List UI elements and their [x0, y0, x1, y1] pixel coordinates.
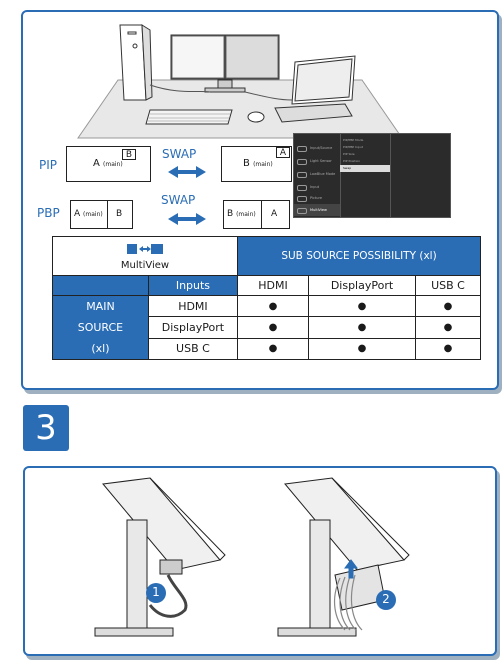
col-header: USB C: [415, 275, 481, 296]
osd-subitem[interactable]: PIP Size: [343, 152, 355, 156]
base-left: [94, 627, 174, 637]
main-source-header: MAIN SOURCE (xl): [52, 295, 149, 360]
callout-1-icon: [146, 583, 166, 603]
inputs-header: Inputs: [147, 275, 239, 296]
pbp-label: PBP: [37, 206, 60, 220]
osd-subitem[interactable]: PIP/PBP Input: [343, 145, 363, 149]
pip-inset: B: [122, 149, 136, 160]
table-cell: ●: [237, 337, 309, 361]
pip-main-box: A (main) B: [66, 146, 151, 182]
multiview-source-table: MultiView SUB SOURCE POSSIBILITY (xl) In…: [52, 236, 481, 361]
table-cell: ●: [415, 337, 481, 361]
swap-arrow-icon: [168, 213, 206, 225]
osd-item[interactable]: Light Sensor: [294, 155, 340, 167]
osd-subitem-swap[interactable]: Swap: [340, 165, 390, 172]
osd-item-multiview[interactable]: MultiView: [294, 204, 340, 216]
multiview-logo-icon: [127, 243, 163, 254]
monitor-back-left: [102, 477, 221, 571]
pbp-swapped-b-letter: B: [227, 209, 234, 219]
mouse: [247, 111, 265, 123]
multiview-logo-label: MultiView: [120, 259, 170, 271]
sub-source-header: SUB SOURCE POSSIBILITY (xl): [237, 236, 481, 276]
pbp-swapped-box: B (main) A: [223, 200, 290, 229]
pbp-a-sub: (main): [83, 211, 103, 218]
base-right: [277, 627, 357, 637]
pbp-a-letter: A: [74, 209, 81, 219]
pbp-swapped-a-letter: A: [271, 209, 278, 219]
pbp-b-letter: B: [116, 209, 123, 219]
pip-main-sub: (main): [103, 161, 123, 168]
osd-subitem[interactable]: PIP Position: [343, 159, 361, 163]
stand-left: [126, 519, 148, 631]
stand-right: [309, 519, 331, 631]
osd-item[interactable]: Input: [294, 181, 340, 193]
laptop-base: [274, 103, 353, 123]
col-header: DisplayPort: [308, 275, 416, 296]
osd-menu: Input/Source Light Sensor LowBlue Mode I…: [293, 133, 451, 218]
pbp-swapped-b-sub: (main): [236, 211, 256, 218]
osd-subitem[interactable]: PIP/PBP Mode: [343, 138, 364, 142]
pip-main-letter: A: [93, 158, 100, 169]
pip-swapped-box: B (main) A: [221, 146, 292, 182]
arrow-up-icon: [344, 559, 358, 579]
keyboard: [145, 109, 233, 125]
callout-2-label: 2: [382, 592, 390, 606]
cable-management-panel: [23, 466, 497, 656]
pbp-main-box: A (main) B: [70, 200, 133, 229]
osd-item[interactable]: LowBlue Mode: [294, 168, 340, 180]
osd-item[interactable]: Input/Source: [294, 142, 340, 154]
pip-swapped-letter: B: [243, 158, 250, 169]
pip-label: PIP: [39, 158, 58, 172]
osd-item[interactable]: Picture: [294, 192, 340, 204]
table-cell: ●: [308, 337, 416, 361]
pip-swapped-sub: (main): [253, 161, 273, 168]
callout-1-label: 1: [152, 585, 160, 599]
callout-2-icon: [376, 590, 396, 610]
row-header: USB C: [147, 337, 239, 361]
pip-swap-label: SWAP: [162, 147, 197, 161]
monitor-back-right: [284, 477, 405, 571]
swap-arrow-icon: [168, 166, 206, 178]
pip-swapped-inset: A: [276, 147, 290, 158]
multiview-logo-cell: MultiView: [52, 236, 238, 276]
step-number-badge: 3: [23, 405, 69, 451]
pbp-swap-label: SWAP: [161, 193, 196, 207]
